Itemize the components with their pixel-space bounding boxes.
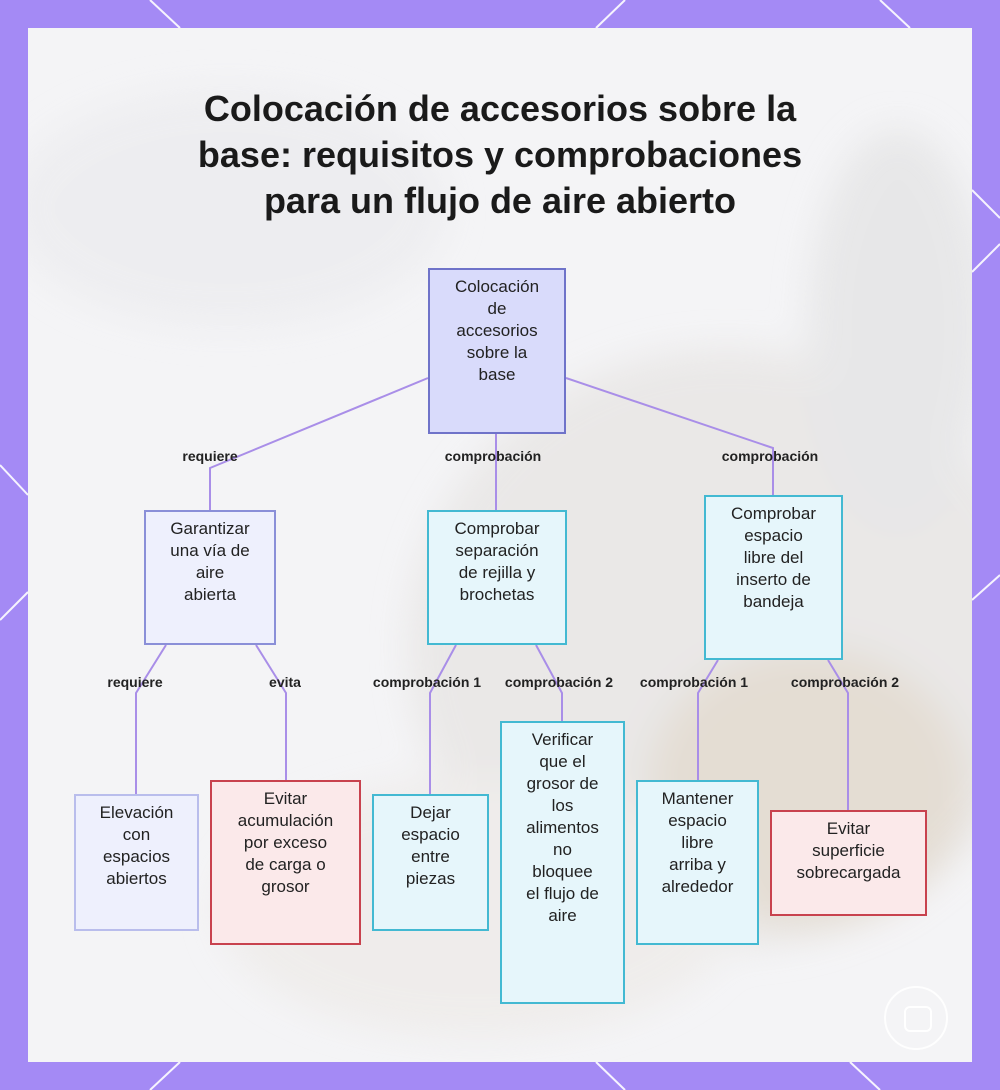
node-text-line: brochetas bbox=[459, 585, 535, 604]
node-text-line: espacios bbox=[102, 847, 171, 866]
edge-rack-spacing bbox=[429, 644, 457, 794]
node-text-line: que el bbox=[539, 752, 586, 771]
edge-tray-surface bbox=[827, 659, 849, 810]
node-text-line: abierta bbox=[184, 585, 236, 604]
node-text-line: sobrecargada bbox=[796, 863, 901, 882]
edge-label-evita: evita bbox=[269, 674, 301, 690]
node-text-line: los bbox=[551, 796, 574, 815]
node-text-line: bloquee bbox=[532, 862, 593, 881]
node-text-line: de rejilla y bbox=[458, 563, 536, 582]
edge-label-comprobacion-2: comprobación 2 bbox=[504, 674, 614, 690]
node-text-line: Colocación bbox=[454, 277, 540, 296]
node-air-path: Garantizar una vía de aire abierta bbox=[144, 510, 276, 645]
node-text-line: separación bbox=[455, 541, 539, 560]
edge-label-requiere: requiere bbox=[182, 448, 238, 464]
node-text-line: Dejar bbox=[410, 803, 451, 822]
node-text-line: de bbox=[487, 299, 507, 318]
node-text-line: no bbox=[553, 840, 572, 859]
node-text-line: por exceso bbox=[243, 833, 328, 852]
node-text-line: Evitar bbox=[826, 819, 871, 838]
node-text-line: arriba y bbox=[669, 855, 726, 874]
edge-label-comprobacion-2: comprobación 2 bbox=[790, 674, 900, 690]
node-leave-spacing: Dejar espacio entre piezas bbox=[372, 794, 489, 931]
node-text-line: de carga o bbox=[245, 855, 326, 874]
node-avoid-overload: Evitar acumulación por exceso de carga o… bbox=[210, 780, 361, 945]
node-text-line: libre del bbox=[743, 548, 804, 567]
node-text-line: aire bbox=[195, 563, 225, 582]
title-line-3: para un flujo de aire abierto bbox=[263, 180, 737, 221]
node-text-line: espacio bbox=[744, 526, 803, 545]
edge-root-airpath bbox=[209, 377, 429, 510]
node-text-line: libre bbox=[681, 833, 714, 852]
brand-logo-icon bbox=[884, 986, 948, 1050]
edge-airpath-elevation bbox=[135, 644, 167, 794]
edge-tray-clearance bbox=[697, 659, 719, 780]
diagram-edges bbox=[135, 377, 849, 810]
node-text-line: grosor de bbox=[526, 774, 599, 793]
node-text-line: Elevación bbox=[99, 803, 174, 822]
edge-label-comprobacion-1: comprobación 1 bbox=[372, 674, 482, 690]
edge-label-comprobacion: comprobación bbox=[721, 448, 819, 464]
node-text-line: Mantener bbox=[661, 789, 734, 808]
node-text-line: base bbox=[478, 365, 516, 384]
node-text-line: acumulación bbox=[237, 811, 334, 830]
node-text-line: alrededor bbox=[661, 877, 734, 896]
edge-root-tray bbox=[565, 377, 774, 495]
node-root: Colocación de accesorios sobre la base bbox=[428, 268, 566, 434]
node-text-line: grosor bbox=[261, 877, 310, 896]
node-avoid-overloaded-surface: Evitar superficie sobrecargada bbox=[770, 810, 927, 916]
edge-airpath-overload bbox=[255, 644, 287, 780]
node-text-line: entre bbox=[411, 847, 450, 866]
diagram-panel: Colocación de accesorios sobre la base: … bbox=[28, 28, 972, 1062]
node-text-line: el flujo de bbox=[526, 884, 599, 903]
node-text-line: Verificar bbox=[531, 730, 594, 749]
node-text-line: Comprobar bbox=[454, 519, 540, 538]
node-text-line: aire bbox=[548, 906, 577, 925]
node-text-line: inserto de bbox=[736, 570, 811, 589]
node-text-line: abiertos bbox=[106, 869, 167, 888]
node-text-line: alimentos bbox=[526, 818, 599, 837]
node-text-line: sobre la bbox=[466, 343, 528, 362]
edge-label-comprobacion: comprobación bbox=[444, 448, 542, 464]
node-elevation: Elevación con espacios abiertos bbox=[74, 794, 199, 931]
edge-label-comprobacion-1: comprobación 1 bbox=[639, 674, 749, 690]
edge-rack-thickness bbox=[535, 644, 563, 721]
node-text-line: Comprobar bbox=[730, 504, 817, 523]
node-text-line: Evitar bbox=[263, 789, 308, 808]
node-text-line: accesorios bbox=[456, 321, 538, 340]
node-keep-clearance: Mantener espacio libre arriba y alrededo… bbox=[636, 780, 759, 945]
node-rack-spacing-check: Comprobar separación de rejilla y broche… bbox=[427, 510, 567, 645]
edge-label-requiere: requiere bbox=[107, 674, 163, 690]
title-line-1: Colocación de accesorios sobre la bbox=[203, 88, 797, 129]
node-text-line: superficie bbox=[812, 841, 885, 860]
node-text-line: con bbox=[122, 825, 151, 844]
node-text-line: piezas bbox=[405, 869, 456, 888]
title-line-2: base: requisitos y comprobaciones bbox=[197, 134, 803, 175]
node-text-line: espacio bbox=[668, 811, 727, 830]
node-text-line: Garantizar bbox=[170, 519, 250, 538]
node-tray-clearance-check: Comprobar espacio libre del inserto de b… bbox=[704, 495, 843, 660]
node-text-line: bandeja bbox=[743, 592, 804, 611]
diagram-title: Colocación de accesorios sobre la base: … bbox=[28, 86, 972, 224]
node-text-line: una vía de bbox=[170, 541, 250, 560]
node-text-line: espacio bbox=[401, 825, 460, 844]
node-verify-thickness: Verificar que el grosor de los alimentos… bbox=[500, 721, 625, 1004]
